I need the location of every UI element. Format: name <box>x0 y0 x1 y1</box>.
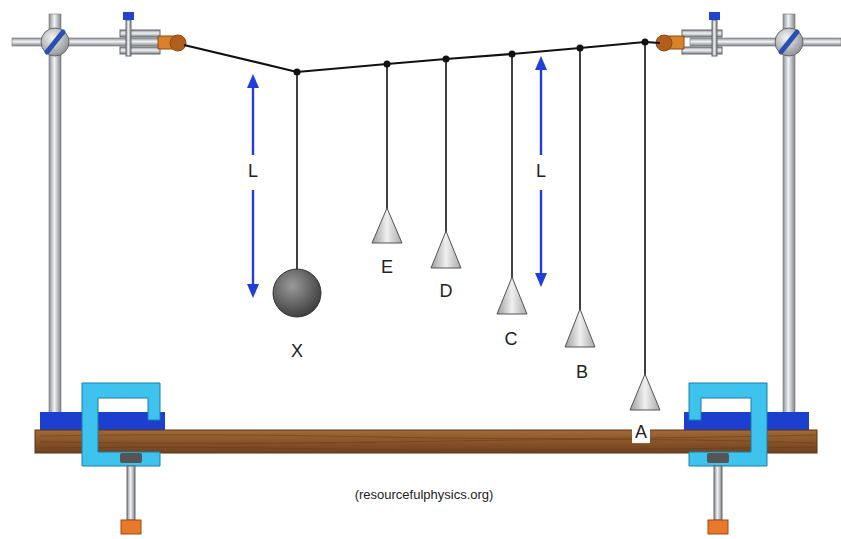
length-label: L <box>536 162 546 182</box>
length-label: L <box>248 162 258 182</box>
pendulum-label: A <box>632 423 650 443</box>
pendulum-label: X <box>291 342 303 362</box>
pendulum-label: D <box>440 282 453 302</box>
pendulum-label: B <box>573 363 591 383</box>
source-credit: (resourcefulphysics.org) <box>355 488 494 502</box>
pendulum-label: E <box>381 258 393 278</box>
pendulum-label: C <box>505 330 518 350</box>
